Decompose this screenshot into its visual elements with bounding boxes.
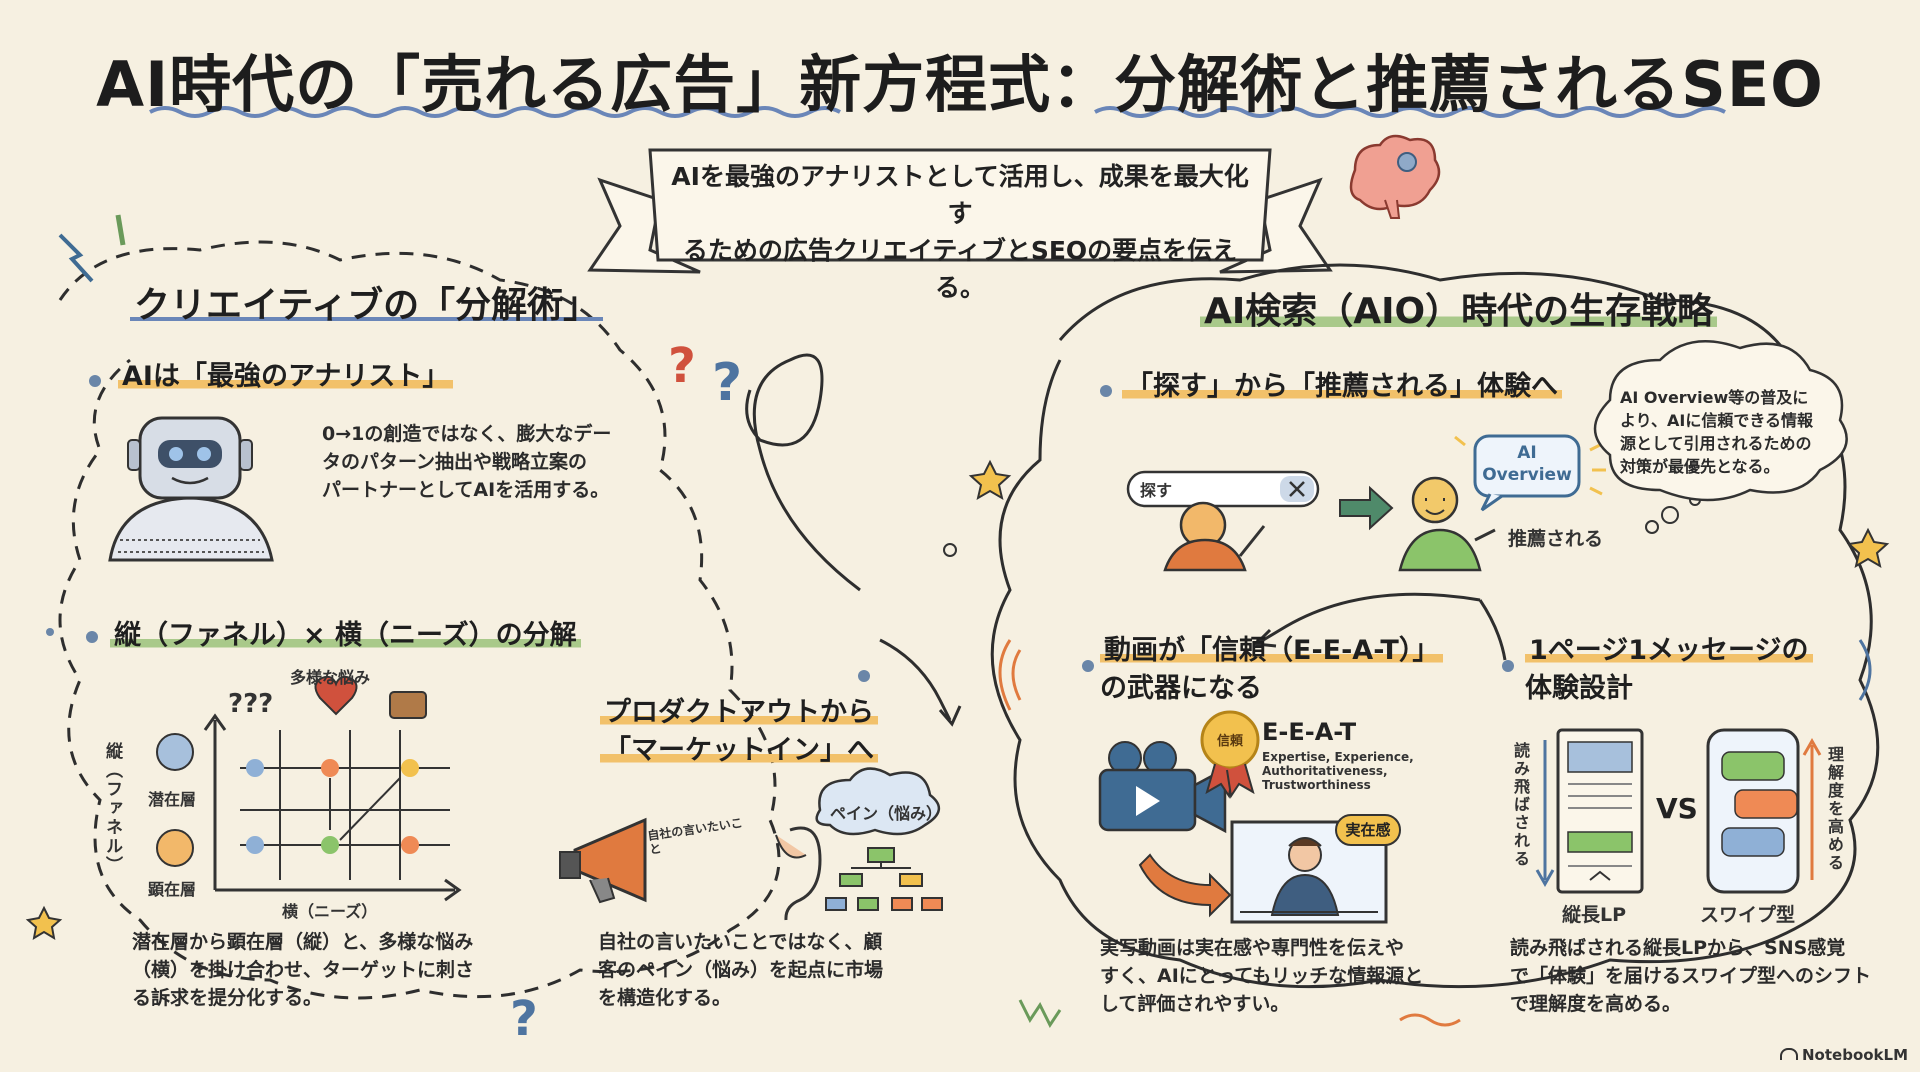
question-mark-blue: ? [712, 353, 742, 413]
title-underline-right [1094, 106, 1726, 118]
title-underline-left [149, 106, 841, 118]
person-searching-icon [1163, 501, 1266, 572]
matrix-text: 潜在層から顕在層（縦）と、多様な悩み （横）を掛け合わせ、ターゲットに刺さ る訴… [132, 931, 475, 1009]
video-camera-icon [1098, 741, 1227, 834]
robot-icon [108, 416, 274, 562]
pain-label: ペイン（悩み） [830, 804, 943, 823]
question-mark-red: ? [668, 338, 696, 394]
left-section-title: クリエイティブの「分解術」 [130, 276, 604, 328]
ai-overview-bubble [1454, 434, 1606, 512]
notebooklm-brand: NotebookLM [1780, 1046, 1908, 1064]
curve-arrow [1259, 592, 1481, 644]
market-in-heading: プロダクトアウトから 「マーケットイン」へ [600, 694, 878, 770]
left-cloud-frame [58, 240, 781, 1000]
eeat-definition: Expertise, Experience, Authoritativeness… [1262, 750, 1414, 792]
orange-arrow [1138, 853, 1232, 918]
manifest-layer-label: 顕在層 [148, 880, 197, 899]
thought-cloud-text: AI Overview等の普及に より、AIに信頼できる情報 源として引用される… [1620, 388, 1814, 476]
banner-line-2: るための広告クリエイティブとSEOの要点を伝える。 [682, 236, 1238, 302]
banner-ribbon [587, 148, 1333, 274]
flow-arrow [879, 638, 952, 721]
video-text: 実写動画は実在感や専門性を伝えや すく、AIにとってもリッチな情報源と して評価… [1100, 937, 1424, 1015]
video-heading: 動画が「信頼（E-E-A-T）」 の武器になる [1100, 632, 1444, 708]
page-title: AI時代の「売れる広告」新方程式：分解術と推薦されるSEO [96, 48, 1824, 121]
swipe-phone-mockup [1706, 728, 1822, 894]
flow-curve [745, 353, 861, 592]
question-mark-bottom: ? [510, 991, 538, 1047]
svg-text:???: ??? [228, 689, 273, 719]
lightning-icon [58, 233, 94, 283]
vs-label: VS [1656, 792, 1698, 825]
person-recommended-icon [1398, 476, 1496, 572]
star-icon [1846, 527, 1890, 569]
matrix-heading: 縦（ファネル）× 横（ニーズ）の分解 [110, 617, 581, 655]
thought-cloud [1593, 340, 1848, 502]
structure-tree-icon [825, 847, 943, 911]
presenter-video-frame [1230, 814, 1401, 924]
latent-layer-label: 潜在層 [148, 790, 197, 809]
swipe-label: スワイプ型 [1700, 904, 1796, 926]
trust-badge [1200, 710, 1260, 799]
long-lp-mockup [1535, 728, 1644, 894]
needs-axis-label: 横（ニーズ） [282, 902, 378, 921]
diverse-worries-label: 多様な悩み [290, 668, 371, 687]
funnel-axis-label: 縦（ファネル） [102, 742, 122, 875]
pencil-mark [115, 214, 126, 246]
one-page-heading: 1ページ1メッセージの 体験設計 [1525, 632, 1813, 708]
brain-icon [1349, 134, 1441, 219]
ai-overview-label: AI Overview [1482, 443, 1572, 485]
right-arrow-icon [1339, 485, 1394, 531]
banner-line-1: AIを最強のアナリストとして活用し、成果を最大化す [671, 162, 1249, 228]
trust-badge-label: 信頼 [1216, 734, 1243, 749]
right-cloud-frame [990, 263, 1880, 989]
right-section-title: AI検索（AIO）時代の生存戦略 [1200, 282, 1718, 334]
skipped-label: 読み飛ばされる [1511, 742, 1530, 868]
search-bar [1126, 470, 1320, 508]
megaphone-icon [559, 817, 647, 904]
analyst-heading: AIは「最強のアナリスト」 [118, 358, 454, 396]
ear-icon [775, 826, 822, 921]
recommended-label: 推薦される [1508, 528, 1604, 550]
long-lp-label: 縦長LP [1562, 904, 1627, 926]
eeat-title: E-E-A-T [1262, 718, 1357, 746]
funnel-needs-matrix: ??? [156, 675, 462, 902]
presence-label: 実在感 [1345, 821, 1391, 839]
banner-text: AIを最強のアナリストとして活用し、成果を最大化す るための広告クリエイティブと… [660, 158, 1260, 306]
search-label: 探す [1140, 481, 1173, 500]
pain-cloud [815, 767, 940, 836]
understanding-label: 理解度を高める [1825, 746, 1844, 872]
one-page-text: 読み飛ばされる縦長LPから、SNS感覚 で「体験」を届けるスワイプ型へのシフト … [1510, 937, 1872, 1015]
star-icon [25, 905, 63, 940]
recommend-heading: 「探す」から「推薦される」体験へ [1122, 368, 1562, 406]
analyst-text: 0→1の創造ではなく、膨大なデー タのパターン抽出や戦略立案の パートナーとして… [322, 423, 612, 501]
market-in-text: 自社の言いたいことではなく、顧 客のペイン（悩み）を起点に市場 を構造化する。 [598, 931, 884, 1009]
notebooklm-icon [1780, 1048, 1798, 1060]
star-icon [968, 459, 1012, 501]
